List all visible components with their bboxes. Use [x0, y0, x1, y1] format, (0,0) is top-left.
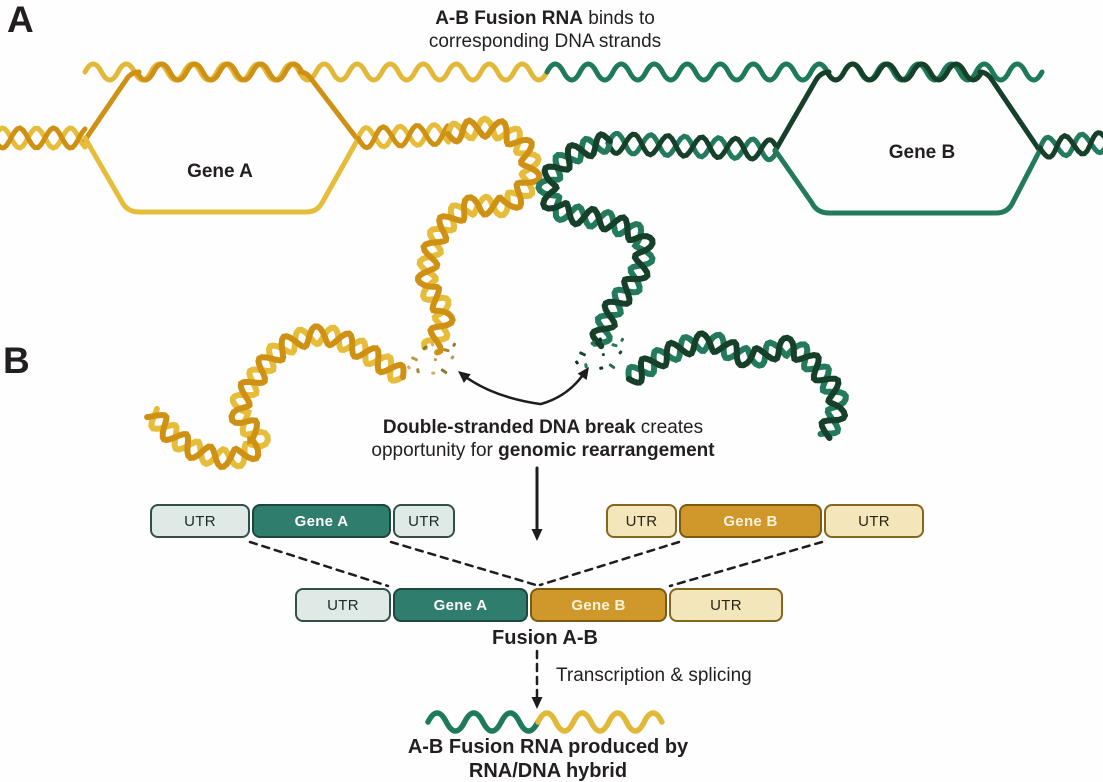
gene-b-helix [605, 61, 1103, 216]
panel-a-label: A [7, 0, 34, 40]
break-caption-rest1: creates [635, 417, 704, 438]
break-caption-rest2: opportunity for [371, 440, 499, 461]
fusion-gene-a-block: Gene A [393, 588, 528, 622]
top-caption-bold: A-B Fusion RNA [435, 8, 583, 29]
transcription-label: Transcription & splicing [556, 665, 752, 686]
green-coil [535, 131, 849, 441]
top-caption: A-B Fusion RNA binds to corresponding DN… [345, 7, 745, 53]
break-fragments-gene-a [407, 342, 457, 375]
fusion-utr-left-block: UTR [295, 588, 391, 622]
break-caption-line2: opportunity for genomic rearrangement [343, 439, 743, 462]
top-caption-rest: binds to [582, 8, 655, 29]
break-caption: Double-stranded DNA break creates opport… [343, 416, 743, 462]
result-caption: A-B Fusion RNA produced by RNA/DNA hybri… [348, 735, 748, 782]
break-caption-line1: Double-stranded DNA break creates [343, 416, 743, 439]
rearrangement-arrow [531, 466, 543, 541]
yellow-coil [144, 115, 543, 470]
fusion-label: Fusion A-B [492, 627, 598, 649]
result-caption-line2: RNA/DNA hybrid [468, 760, 628, 782]
gene-b-bubble-label: Gene B [888, 142, 956, 163]
fusion-utr-right-block: UTR [669, 588, 783, 622]
top-caption-line1: A-B Fusion RNA binds to [345, 7, 745, 30]
panel-b-label: B [3, 340, 30, 381]
result-caption-line1: A-B Fusion RNA produced by [407, 736, 689, 758]
row-a-utr-left-block: UTR [150, 504, 250, 538]
gene-a-helix [0, 61, 451, 215]
row-a-utr-right-block: UTR [393, 504, 455, 538]
break-fragments-gene-b [575, 337, 625, 370]
fusion-gene-b-block: Gene B [530, 588, 667, 622]
fusion-rna-wave [425, 710, 665, 734]
top-caption-line2: corresponding DNA strands [428, 31, 662, 52]
gene-a-bubble-label: Gene A [187, 161, 253, 182]
break-caption-bold2: genomic rearrangement [498, 440, 715, 461]
transcription-arrow [531, 649, 543, 709]
break-arrows [458, 367, 589, 406]
dashed-connectors [248, 540, 824, 588]
row-b-gene-b-block: Gene B [679, 504, 822, 538]
break-caption-bold1: Double-stranded DNA break [382, 417, 636, 438]
row-b-utr-right-block: UTR [824, 504, 924, 538]
row-a-gene-a-block: Gene A [252, 504, 391, 538]
row-b-utr-left-block: UTR [606, 504, 677, 538]
